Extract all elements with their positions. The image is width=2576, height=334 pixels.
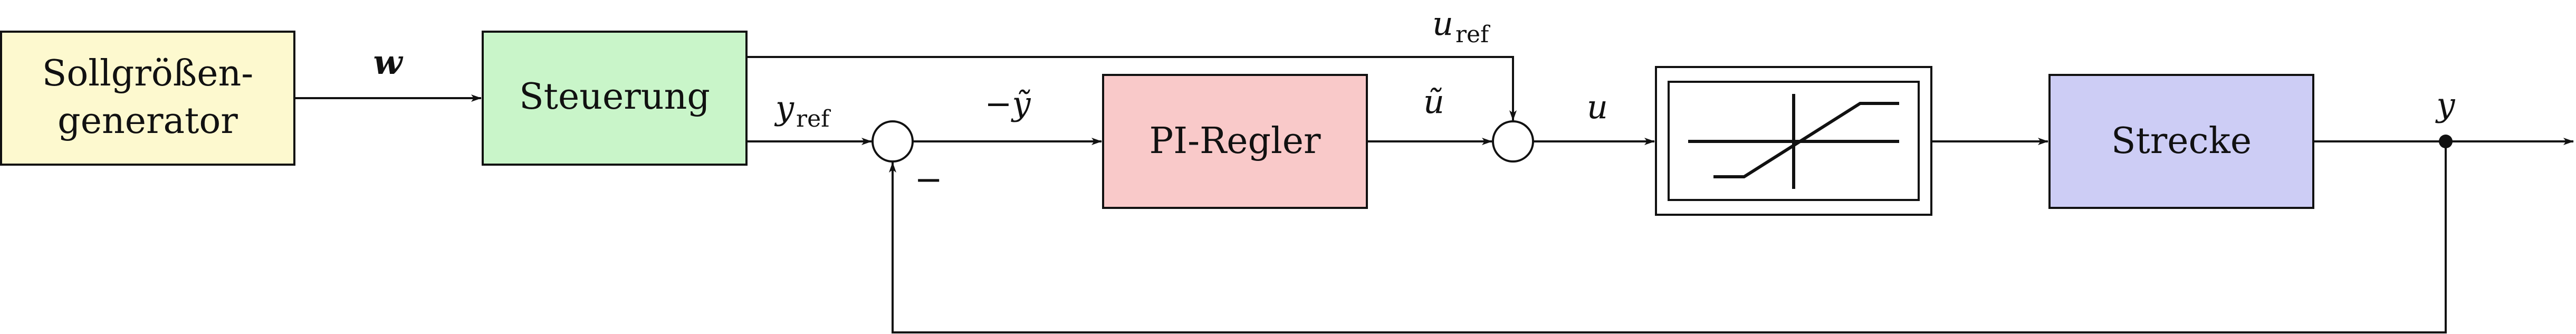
sollgroessen-generator-block: Sollgrößen- generator <box>0 31 295 166</box>
pi-regler-label: PI-Regler <box>1149 120 1321 162</box>
strecke-block: Strecke <box>2048 74 2314 209</box>
minus-y-tilde-label: −ỹ <box>985 84 1031 123</box>
minus-sign-label: − <box>914 160 943 199</box>
u-label: u <box>1587 88 1608 126</box>
y-ref-label: yref <box>774 89 831 132</box>
u-ref-signal-arrow <box>746 56 1517 121</box>
y-label: y <box>2435 85 2455 124</box>
strecke-label: Strecke <box>2111 120 2252 162</box>
sollgroessen-label-line2: generator <box>58 100 238 142</box>
steuerung-block: Steuerung <box>482 31 748 166</box>
feedback-arrow <box>889 141 2447 333</box>
u-ref-label: uref <box>1432 4 1490 48</box>
summing-junction-2 <box>1492 120 1534 163</box>
saturation-icon <box>1688 94 1899 189</box>
u-tilde-label: ũ <box>1423 82 1444 121</box>
saturation-block <box>1655 66 1932 216</box>
summing-junction-1 <box>872 120 914 163</box>
steuerung-label: Steuerung <box>519 76 710 118</box>
w-label: w <box>373 43 403 82</box>
sollgroessen-label-line1: Sollgrößen- <box>42 53 253 94</box>
pi-regler-block: PI-Regler <box>1102 74 1368 209</box>
